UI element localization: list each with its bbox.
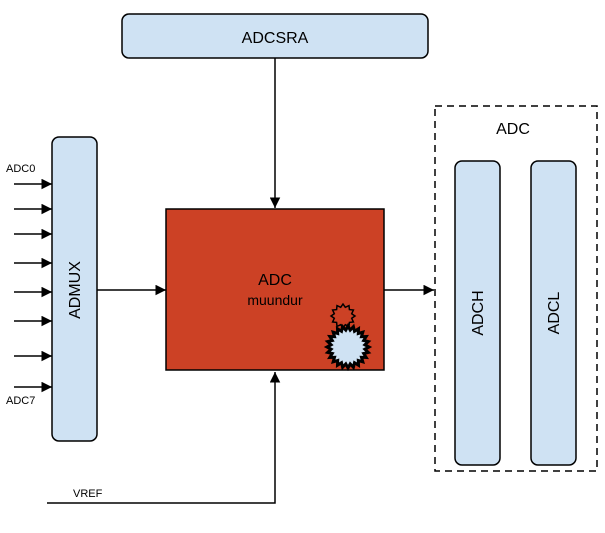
adc-input-arrows — [14, 178, 52, 393]
converter-subtitle: muundur — [247, 292, 303, 308]
gears-icon — [323, 302, 373, 372]
adcl-register[interactable]: ADCL — [530, 160, 577, 466]
vref-arrow — [47, 372, 281, 504]
adc7-label: ADC7 — [6, 395, 35, 407]
adc-converter[interactable]: ADC muundur — [165, 208, 385, 372]
adcsra-register[interactable]: ADCSRA — [121, 13, 429, 59]
adch-register[interactable]: ADCH — [454, 160, 501, 466]
vref-label: VREF — [73, 488, 103, 500]
adcl-label: ADCL — [546, 292, 563, 335]
converter-title: ADC — [258, 272, 292, 289]
admux-label: ADMUX — [67, 261, 84, 319]
output-group-label: ADC — [496, 121, 530, 138]
adc0-label: ADC0 — [6, 163, 35, 175]
adcsra-label: ADCSRA — [242, 30, 309, 47]
admux-multiplexer[interactable]: ADMUX — [51, 136, 98, 442]
adch-label: ADCH — [470, 290, 487, 335]
adc-output-group: ADC — [434, 105, 598, 472]
